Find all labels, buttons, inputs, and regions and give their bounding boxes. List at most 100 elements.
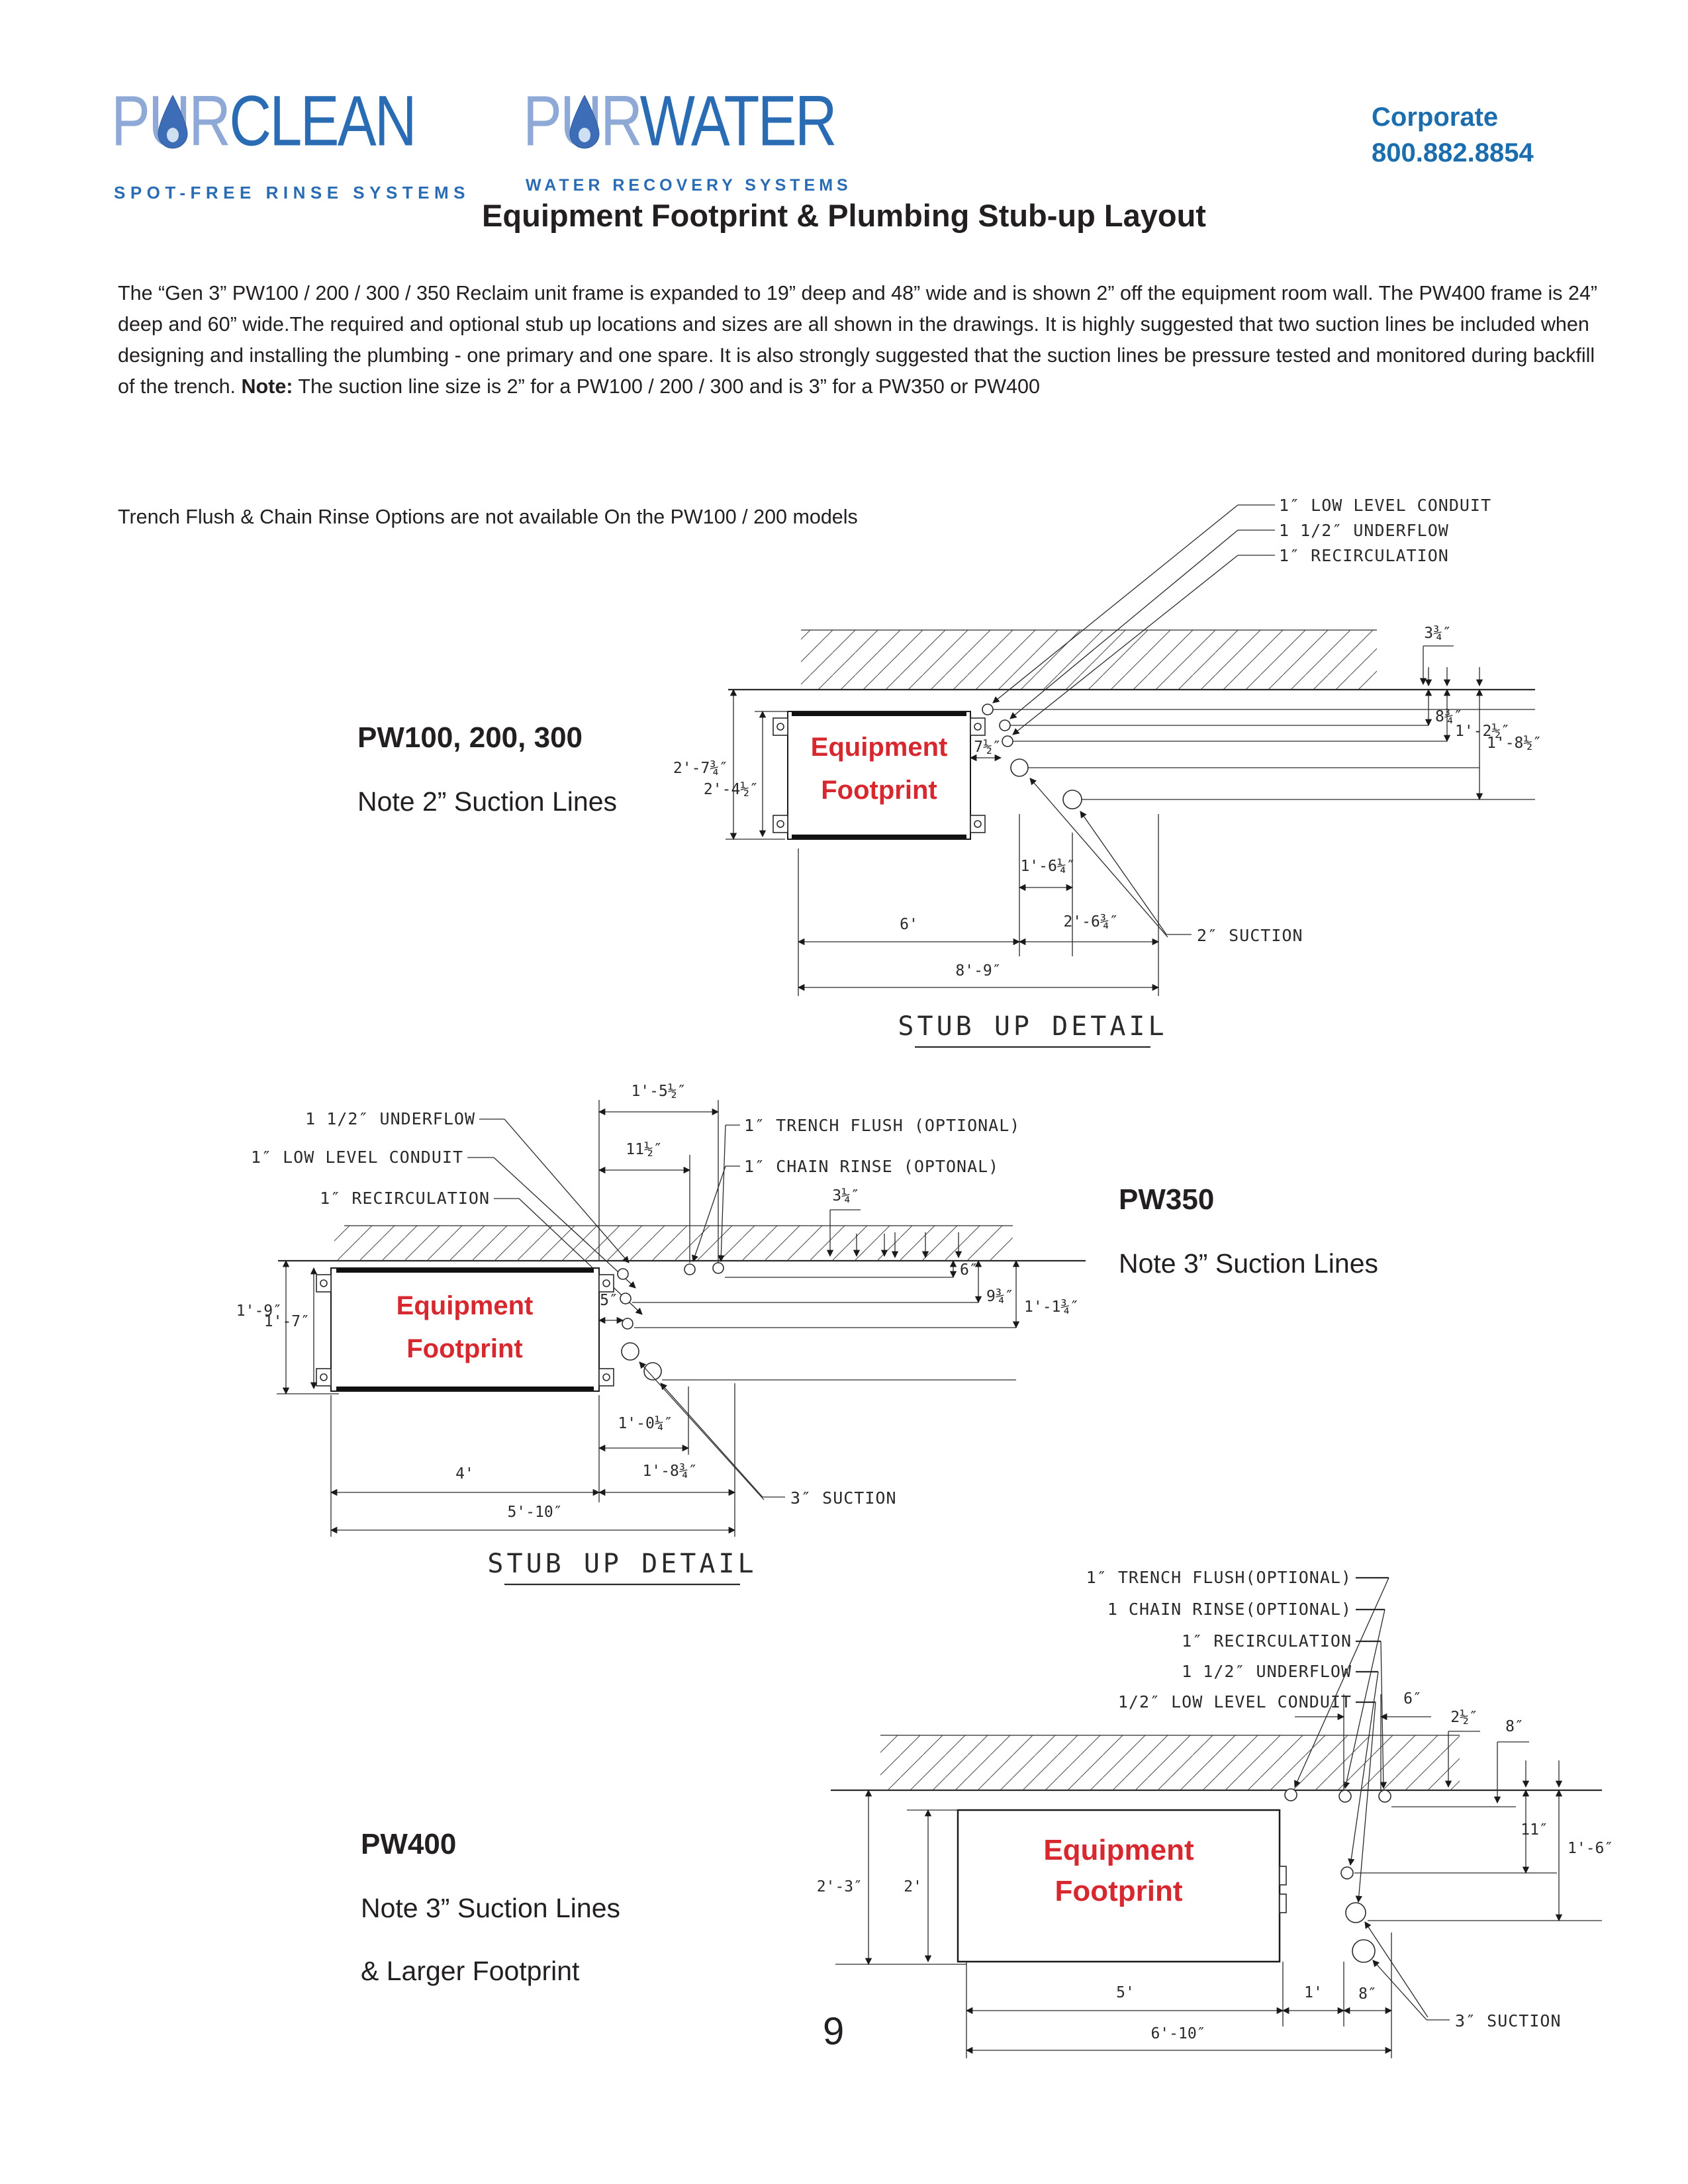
equipment-footprint-box: Equipment Footprint [957, 1809, 1287, 1963]
dim-t3: 3¼″ [832, 1187, 860, 1205]
dim-t1: 6″ [1403, 1690, 1422, 1707]
dim-r3: 1'-1¾″ [1024, 1298, 1079, 1316]
corporate-contact: Corporate 800.882.8854 [1372, 99, 1534, 171]
callout-low-level-conduit: 1″ LOW LEVEL CONDUIT [251, 1148, 463, 1167]
diagram3-note2: & Larger Footprint [361, 1956, 580, 1986]
callout-recirculation: 1″ RECIRCULATION [320, 1189, 490, 1208]
dim-b1: 5' [1116, 1984, 1135, 2001]
diagram3-right-dims: 11″ 1'-6″ [1521, 1760, 1613, 1922]
equipment-footprint-box: Equipment Footprint [316, 1267, 614, 1392]
diagram2-model: PW350 [1119, 1183, 1215, 1216]
dim-b2: 6' [900, 916, 918, 933]
diagram3-left-dims: 2'-3″ 2' [817, 1789, 966, 1966]
purclean-wordmark: PURCLEAN [111, 85, 417, 158]
intro-note-text: The suction line size is 2” for a PW100 … [293, 375, 1040, 398]
purwater-water: WATER [639, 81, 837, 161]
dim-b1: 1'-6¼″ [1020, 858, 1075, 875]
callout-recirculation: 1″ RECIRCULATION [1182, 1631, 1352, 1651]
stub-up-points: 7½″ [969, 704, 1535, 809]
wall-hatch [278, 1225, 1086, 1262]
options-note: Trench Flush & Chain Rinse Options are n… [118, 506, 858, 528]
detail-title: STUB UP DETAIL [898, 1011, 1167, 1042]
purclean-clean: CLEAN [229, 81, 416, 161]
dim-t3: 8″ [1505, 1718, 1524, 1735]
corporate-label: Corporate [1372, 103, 1499, 132]
stub-up-points: 5″ [598, 1262, 1016, 1381]
corporate-phone: 800.882.8854 [1372, 138, 1534, 167]
water-drop-icon [569, 95, 600, 149]
dim-r1: 6″ [960, 1261, 978, 1279]
diagram2-left-callouts: 1 1/2″ UNDERFLOW 1″ LOW LEVEL CONDUIT 1″… [251, 1109, 643, 1315]
dim-gap: 5″ [600, 1292, 618, 1309]
dim-b1: 1'-0¼″ [618, 1415, 673, 1432]
wall-hatch [831, 1735, 1602, 1792]
dim-wall-to-bottom: 2'-7¾″ [673, 760, 728, 777]
dim-t2: 2½″ [1450, 1709, 1478, 1726]
equipment-label-line1: Equipment [1043, 1834, 1194, 1866]
diagram2-top-dims: 1'-5½″ 11½″ 3¼″ [598, 1083, 888, 1263]
purwater-logo: PURWATER WATER RECOVERY SYSTEMS [523, 85, 863, 195]
dim-t2: 11½″ [626, 1141, 662, 1158]
dim-r4: 1'-8½″ [1487, 735, 1542, 752]
intro-paragraph: The “Gen 3” PW100 / 200 / 300 / 350 Recl… [118, 278, 1606, 402]
dim-l2: 1'-7″ [264, 1313, 310, 1330]
callout-low-level-conduit: 1″ LOW LEVEL CONDUIT [1279, 496, 1491, 515]
dim-r2: 8¾″ [1435, 708, 1463, 725]
diagram1-callouts: 1″ LOW LEVEL CONDUIT 1 1/2″ UNDERFLOW 1″… [992, 496, 1491, 735]
detail-title: STUB UP DETAIL [487, 1549, 757, 1579]
dim-b3: 2'-6¾″ [1063, 913, 1118, 931]
dim-gap: 7½″ [974, 739, 1002, 756]
callout-chain-rinse: 1″ CHAIN RINSE (OPTONAL) [744, 1157, 999, 1176]
suction-label: 2″ SUCTION [1197, 926, 1303, 945]
water-drop-icon [158, 95, 188, 149]
diagram1-left-dims: 2'-7¾″ 2'-4½″ [673, 688, 788, 841]
dim-b4: 5'-10″ [507, 1504, 562, 1521]
diagram2-right-callouts: 1″ TRENCH FLUSH (OPTIONAL) 1″ CHAIN RINS… [692, 1116, 1020, 1263]
diagram1-right-dims: 3¾″ 8¾″ 1'-2½″ 1'-8½″ [1419, 625, 1542, 801]
dim-r1: 11″ [1521, 1821, 1548, 1839]
dim-r2: 1'-6″ [1568, 1840, 1613, 1857]
equipment-label-line2: Footprint [1055, 1875, 1182, 1907]
diagram3-callouts: 1″ TRENCH FLUSH(OPTIONAL) 1 CHAIN RINSE(… [1086, 1568, 1389, 1903]
diagram3-bottom-dims: 5' 1' 8″ 6'-10″ [965, 1933, 1393, 2058]
suction-callout: 2″ SUCTION [1029, 778, 1303, 945]
equipment-label-line1: Equipment [397, 1291, 534, 1320]
diagram2-bottom-dims: 1'-0¼″ 4' 1'-8¾″ 5'-10″ [330, 1383, 736, 1537]
callout-trench-flush: 1″ TRENCH FLUSH (OPTIONAL) [744, 1116, 1020, 1135]
diagram2-left-dims: 1'-9″ 1'-7″ [236, 1259, 339, 1395]
callout-low-level: 1/2″ LOW LEVEL CONDUIT [1118, 1692, 1352, 1711]
dim-r3: 1'-2½″ [1455, 723, 1510, 740]
purclean-logo: PURCLEAN SPOT-FREE RINSE SYSTEMS [111, 85, 465, 203]
diagram2-right-dims: 6″ 9¾″ 1'-1¾″ [891, 1232, 1079, 1329]
dim-frame-depth: 2'-4½″ [704, 781, 759, 798]
dim-r1: 3¾″ [1424, 625, 1452, 642]
dim-b2: 4' [455, 1465, 474, 1482]
diagram1-stub-up-drawing: 1″ LOW LEVEL CONDUIT 1 1/2″ UNDERFLOW 1″… [673, 496, 1542, 1048]
callout-underflow: 1 1/2″ UNDERFLOW [305, 1109, 475, 1128]
diagram3-stub-up-drawing: 1″ TRENCH FLUSH(OPTIONAL) 1 CHAIN RINSE(… [817, 1568, 1613, 2058]
dim-b3: 8″ [1358, 1985, 1377, 2003]
equipment-label-line1: Equipment [811, 733, 948, 762]
diagram1-model: PW100, 200, 300 [357, 721, 583, 754]
suction-label: 3″ SUCTION [790, 1488, 897, 1508]
dim-l1: 2'-3″ [817, 1878, 863, 1895]
diagram2-note: Note 3” Suction Lines [1119, 1248, 1379, 1279]
diagram3-note: Note 3” Suction Lines [361, 1893, 621, 1923]
equipment-label-line2: Footprint [821, 776, 937, 805]
purwater-wordmark: PURWATER [523, 85, 837, 158]
callout-underflow: 1 1/2″ UNDERFLOW [1279, 521, 1449, 540]
dim-b4: 6'-10″ [1150, 2025, 1205, 2042]
callout-chain-rinse: 1 CHAIN RINSE(OPTIONAL) [1107, 1600, 1352, 1619]
diagram3-top-dims: 6″ 2½″ 8″ [1295, 1690, 1529, 1804]
page-title: Equipment Footprint & Plumbing Stub-up L… [482, 198, 1206, 233]
diagram1-bottom-dims: 1'-6¼″ 6' 2'-6¾″ 8'-9″ [797, 814, 1160, 996]
suction-callout: 3″ SUCTION [1364, 1921, 1561, 2030]
stub-up-detail-title: STUB UP DETAIL [898, 1011, 1167, 1048]
dim-r2: 9¾″ [986, 1288, 1014, 1305]
equipment-label-line2: Footprint [406, 1334, 523, 1363]
stub-up-points [1284, 1788, 1602, 1963]
dim-b2: 1' [1304, 1984, 1323, 2001]
diagram2-model-block: PW350 Note 3” Suction Lines [1119, 1183, 1378, 1279]
dim-b4: 8'-9″ [955, 962, 1001, 979]
callout-underflow: 1 1/2″ UNDERFLOW [1182, 1662, 1352, 1681]
